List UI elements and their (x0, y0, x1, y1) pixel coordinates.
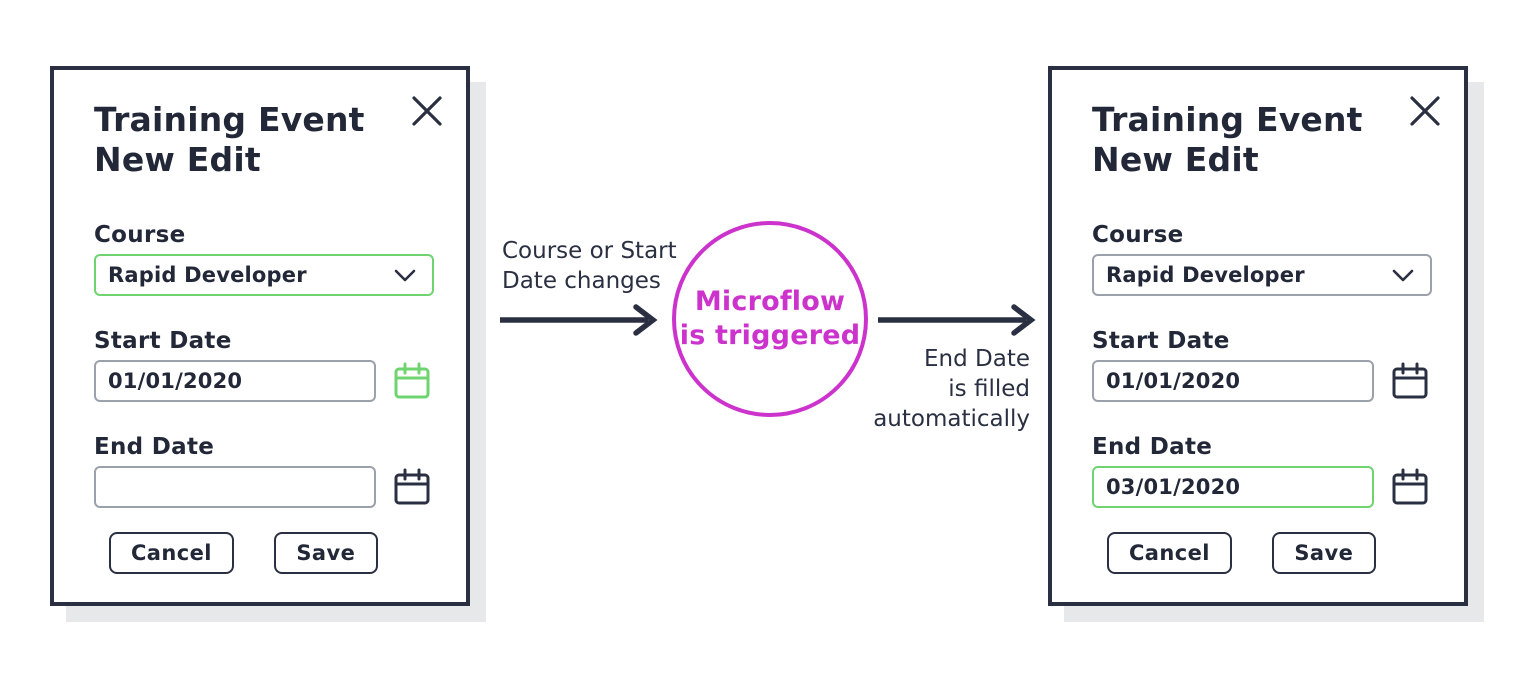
end-date-input[interactable] (94, 466, 376, 508)
field-label-course: Course (94, 222, 186, 248)
save-button[interactable]: Save (1271, 532, 1376, 574)
field-label-end-date: End Date (94, 434, 215, 460)
dialog-actions: Cancel Save (1107, 532, 1376, 574)
field-course: Course Rapid Developer (94, 222, 442, 296)
page-title: Training Event New Edit (1092, 100, 1363, 179)
field-row-end-date (94, 466, 442, 508)
field-row-course: Rapid Developer (1092, 254, 1440, 296)
field-end-date: End Date (94, 434, 442, 508)
field-start-date: Start Date 01/01/2020 (1092, 328, 1440, 402)
course-select-value: Rapid Developer (1106, 263, 1305, 287)
save-button[interactable]: Save (273, 532, 378, 574)
field-course: Course Rapid Developer (1092, 222, 1440, 296)
field-label-start-date: Start Date (94, 328, 232, 354)
calendar-icon[interactable] (1390, 361, 1430, 401)
dialog-panel: Training Event New Edit Course Rapid Dev… (50, 66, 470, 606)
close-icon[interactable] (410, 94, 444, 128)
course-select-value: Rapid Developer (108, 263, 307, 287)
microflow-circle: Microflow is triggered (672, 221, 868, 417)
end-date-input[interactable]: 03/01/2020 (1092, 466, 1374, 508)
start-date-input[interactable]: 01/01/2020 (94, 360, 376, 402)
field-label-start-date: Start Date (1092, 328, 1230, 354)
chevron-down-icon[interactable] (390, 260, 420, 290)
close-icon[interactable] (1408, 94, 1442, 128)
page-title: Training Event New Edit (94, 100, 365, 179)
field-label-course: Course (1092, 222, 1184, 248)
arrow-right-icon (500, 304, 658, 336)
dialog-after: Training Event New Edit Course Rapid Dev… (1048, 66, 1484, 622)
field-start-date: Start Date 01/01/2020 (94, 328, 442, 402)
arrow-right-icon (878, 304, 1036, 336)
end-date-value: 03/01/2020 (1106, 475, 1241, 499)
field-end-date: End Date 03/01/2020 (1092, 434, 1440, 508)
calendar-icon[interactable] (1390, 467, 1430, 507)
course-select[interactable]: Rapid Developer (1092, 254, 1432, 296)
field-row-course: Rapid Developer (94, 254, 442, 296)
field-row-start-date: 01/01/2020 (94, 360, 442, 402)
microflow-label: Microflow is triggered (679, 286, 861, 351)
start-date-value: 01/01/2020 (108, 369, 243, 393)
dialog-actions: Cancel Save (109, 532, 378, 574)
calendar-icon[interactable] (392, 361, 432, 401)
cancel-button[interactable]: Cancel (1107, 532, 1232, 574)
start-date-value: 01/01/2020 (1106, 369, 1241, 393)
cancel-button[interactable]: Cancel (109, 532, 234, 574)
calendar-icon[interactable] (392, 467, 432, 507)
field-label-end-date: End Date (1092, 434, 1213, 460)
course-select[interactable]: Rapid Developer (94, 254, 434, 296)
flow-caption-result: End Date is filled automatically (873, 346, 1030, 432)
chevron-down-icon[interactable] (1388, 260, 1418, 290)
start-date-input[interactable]: 01/01/2020 (1092, 360, 1374, 402)
flow-caption-trigger: Course or Start Date changes (502, 238, 677, 294)
field-row-start-date: 01/01/2020 (1092, 360, 1440, 402)
field-row-end-date: 03/01/2020 (1092, 466, 1440, 508)
dialog-before: Training Event New Edit Course Rapid Dev… (50, 66, 486, 622)
dialog-panel: Training Event New Edit Course Rapid Dev… (1048, 66, 1468, 606)
